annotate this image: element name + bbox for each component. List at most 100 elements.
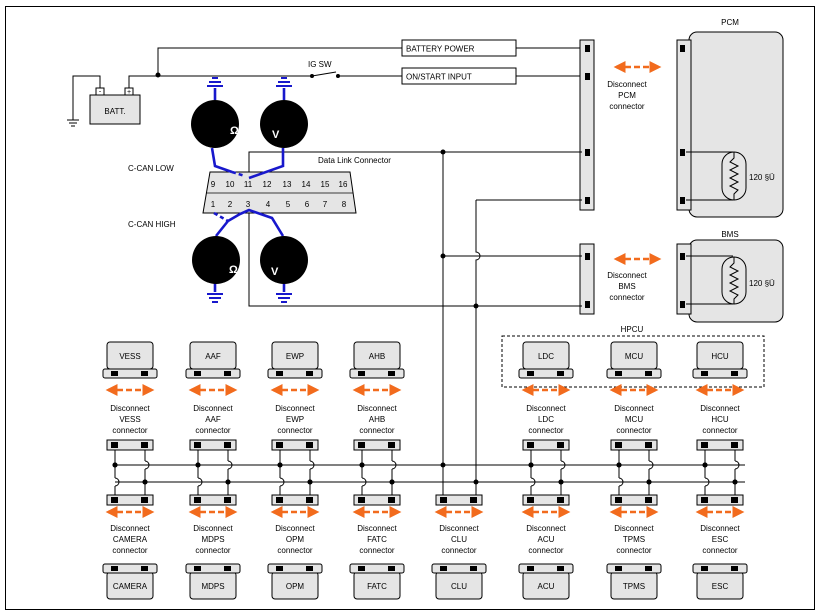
pin-left xyxy=(111,566,118,571)
wire-crossover xyxy=(361,477,367,487)
ig-switch-label: IG SW xyxy=(308,60,332,69)
pin-left xyxy=(194,371,201,376)
can-bus-lines xyxy=(112,450,745,495)
junction xyxy=(112,462,118,468)
module-label: FATC xyxy=(367,582,387,591)
pcm-resistor-label: 120 §Ü xyxy=(749,173,775,182)
harness-connector xyxy=(696,439,744,451)
disconnect-module-name: VESS xyxy=(119,415,140,424)
disconnect-connector-text: connector xyxy=(359,546,394,555)
bms-disconnect-line3: connector xyxy=(609,293,644,302)
battery-minus-label: - xyxy=(99,89,102,96)
module-aaf-box: AAF xyxy=(185,341,241,379)
harness-connector xyxy=(271,439,319,451)
module-camera-box: CAMERA xyxy=(102,563,158,600)
pin-left xyxy=(358,442,365,448)
dlc-pin-5: 5 xyxy=(286,200,291,209)
wire-crossover xyxy=(618,477,624,487)
battery-plus-label: + xyxy=(127,89,131,96)
disconnect-module-name: AHB xyxy=(369,415,385,424)
disconnect-module-name: MCU xyxy=(625,415,643,424)
pin-left xyxy=(111,371,118,376)
pin-left xyxy=(358,566,365,571)
wire-crossover xyxy=(227,460,233,470)
module-label: CAMERA xyxy=(113,582,148,591)
disconnect-module-name: MDPS xyxy=(201,535,224,544)
dlc-pin-9: 9 xyxy=(211,180,216,189)
harness-body xyxy=(522,439,570,451)
disconnect-connector-text: connector xyxy=(616,426,651,435)
pin-right xyxy=(306,497,313,503)
voltmeter-can-high: V xyxy=(260,236,308,284)
bms-label: BMS xyxy=(721,230,738,239)
dlc-label: Data Link Connector xyxy=(318,156,391,165)
disconnect-connector-text: connector xyxy=(441,546,476,555)
junction xyxy=(528,462,534,468)
dlc-pin-11: 11 xyxy=(244,180,253,189)
module-label: EWP xyxy=(286,352,304,361)
module-label: MCU xyxy=(625,352,643,361)
pin-left xyxy=(615,497,622,503)
module-label: TPMS xyxy=(623,582,645,591)
junction xyxy=(473,479,479,485)
dlc-pin-16: 16 xyxy=(339,180,348,189)
wire-crossover xyxy=(648,460,654,470)
pin-right xyxy=(557,371,564,376)
module-opm-box: OPM xyxy=(267,563,323,600)
disconnect-text: Disconnect xyxy=(526,524,566,533)
junction xyxy=(307,479,313,485)
harness-connector xyxy=(696,494,744,506)
pcm-disconnect-line1: Disconnect xyxy=(607,80,647,89)
harness-body xyxy=(696,494,744,506)
wire-crossover xyxy=(279,477,285,487)
ohm-icon: Ω xyxy=(229,264,238,276)
disconnect-module-name: TPMS xyxy=(623,535,645,544)
wire-crossover xyxy=(530,477,536,487)
pin-right xyxy=(224,566,231,571)
disconnect-connector-text: connector xyxy=(528,426,563,435)
dlc-pin-4: 4 xyxy=(266,200,271,209)
module-label: HCU xyxy=(711,352,729,361)
disconnect-text: Disconnect xyxy=(275,404,315,413)
module-label: MDPS xyxy=(201,582,224,591)
module-tpms-box: TPMS xyxy=(606,563,662,600)
disconnect-connector-text: connector xyxy=(112,546,147,555)
dlc-pin-8: 8 xyxy=(342,200,347,209)
module-label: AHB xyxy=(369,352,385,361)
module-label: AAF xyxy=(205,352,221,361)
pin-left xyxy=(701,371,708,376)
junction xyxy=(195,462,201,468)
module-label: LDC xyxy=(538,352,554,361)
harness-body xyxy=(696,439,744,451)
pin-left xyxy=(440,566,447,571)
harness-body xyxy=(271,439,319,451)
harness-connector xyxy=(106,494,154,506)
pin-right xyxy=(731,497,738,503)
harness-body xyxy=(189,439,237,451)
hpcu-label: HPCU xyxy=(621,325,644,334)
junction xyxy=(702,462,708,468)
module-label: OPM xyxy=(286,582,305,591)
on-start-input-box xyxy=(401,67,517,85)
disconnect-connector-text: connector xyxy=(277,546,312,555)
junction xyxy=(277,462,283,468)
disconnect-module-name: ACU xyxy=(538,535,555,544)
on-start-input-label: ON/START INPUT xyxy=(406,73,472,82)
module-esc-box: ESC xyxy=(692,563,748,600)
pin-right xyxy=(224,497,231,503)
disconnect-connector-text: connector xyxy=(112,426,147,435)
harness-connector xyxy=(189,439,237,451)
harness-body xyxy=(106,494,154,506)
dlc-pin-6: 6 xyxy=(305,200,310,209)
disconnect-text: Disconnect xyxy=(110,404,150,413)
disconnect-connector-text: connector xyxy=(359,426,394,435)
dlc-pin-7: 7 xyxy=(323,200,328,209)
wire-crossover xyxy=(309,460,315,470)
harness-body xyxy=(106,439,154,451)
bms-disconnect-line1: Disconnect xyxy=(607,271,647,280)
pcm-harness-connector xyxy=(579,39,595,211)
module-label: VESS xyxy=(119,352,140,361)
